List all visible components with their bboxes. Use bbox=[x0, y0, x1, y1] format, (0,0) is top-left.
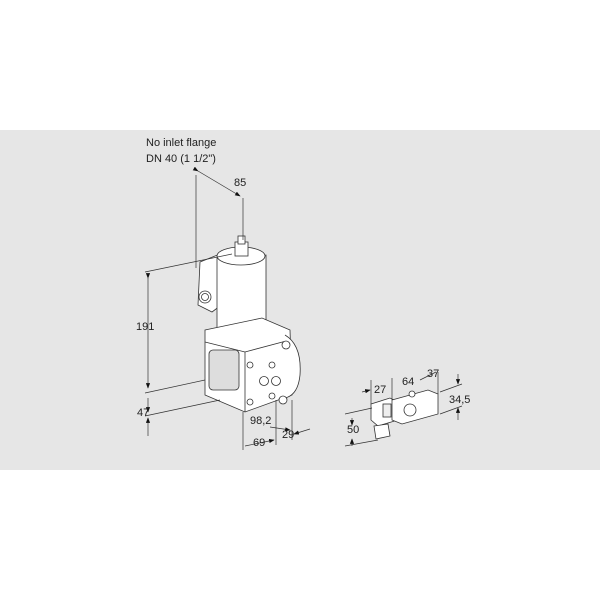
dim-69: 69 bbox=[253, 437, 265, 449]
valve-main-view bbox=[197, 235, 301, 413]
note-dn-size: DN 40 (1 1/2") bbox=[146, 153, 216, 165]
side-dimension-lines bbox=[344, 371, 463, 447]
drawing-background bbox=[0, 130, 600, 470]
dim-50: 50 bbox=[347, 424, 359, 436]
dim-98-2: 98,2 bbox=[250, 415, 271, 427]
dim-37: 37 bbox=[427, 368, 439, 380]
dimension-lines bbox=[144, 166, 311, 450]
dim-34-5: 34,5 bbox=[449, 394, 470, 406]
dim-85: 85 bbox=[234, 177, 246, 189]
dim-64: 64 bbox=[402, 376, 414, 388]
dim-47: 47 bbox=[137, 407, 149, 419]
dim-27: 27 bbox=[374, 384, 386, 396]
dim-29: 29 bbox=[282, 429, 294, 441]
note-inlet-flange: No inlet flange bbox=[146, 137, 216, 149]
dim-191: 191 bbox=[136, 321, 154, 333]
valve-side-view bbox=[370, 389, 439, 440]
